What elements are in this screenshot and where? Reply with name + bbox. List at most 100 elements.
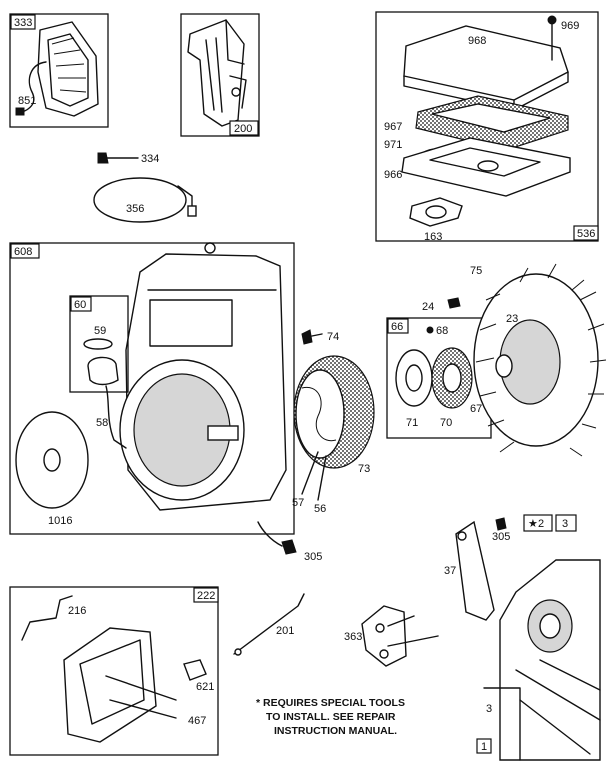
handle-frame <box>69 295 129 393</box>
label-1016: 1016 <box>48 515 72 527</box>
label-467: 467 <box>188 715 206 727</box>
air-vane-frame <box>180 13 260 137</box>
air-filter-element-top <box>431 103 551 133</box>
label-3-box: 3 <box>562 518 568 530</box>
label-box-333 <box>10 14 36 30</box>
label-24: 24 <box>422 301 434 313</box>
clutch-ratchet-hub <box>442 363 462 393</box>
label-536: 536 <box>577 228 595 240</box>
air-vane-body <box>187 19 245 127</box>
label-333: 333 <box>14 17 32 29</box>
bracket-363-body <box>361 605 407 667</box>
bracket-363-screws <box>387 615 439 647</box>
air-cleaner-frame <box>375 11 599 242</box>
control-bracket-assembly: 222 216 467 621 <box>9 586 219 756</box>
governor-link-end <box>234 648 242 656</box>
label-305a: 305 <box>304 551 322 563</box>
label-71: 71 <box>406 417 418 429</box>
bracket-363: 363 <box>344 605 439 667</box>
clutch-housing-bore <box>405 364 423 392</box>
control-bracket-frame <box>9 586 219 756</box>
label-200: 200 <box>234 123 252 135</box>
starter-handle <box>87 356 119 386</box>
control-bracket-plate <box>63 627 157 743</box>
label-59: 59 <box>94 325 106 337</box>
air-vane-slot <box>205 37 223 113</box>
armature-lamination <box>51 37 87 93</box>
label-968: 968 <box>468 35 486 47</box>
ground-wire-connector <box>187 205 197 217</box>
blower-housing-boss <box>204 242 216 254</box>
label-star: ★ <box>528 518 538 530</box>
label-box-2 <box>523 514 553 532</box>
label-356: 356 <box>126 203 144 215</box>
label-851: 851 <box>18 95 36 107</box>
crankcase-cover <box>499 559 601 761</box>
screw-334-head <box>97 152 109 164</box>
label-box-1 <box>476 738 492 754</box>
screw-305a-head <box>281 539 297 555</box>
armature-frame <box>9 13 109 128</box>
air-vane-flange <box>225 19 247 109</box>
blower-housing-handle-slot <box>207 425 239 441</box>
armature-wire <box>21 61 47 113</box>
label-216: 216 <box>68 605 86 617</box>
label-305b: 305 <box>492 531 510 543</box>
armature-core <box>47 33 89 107</box>
label-966: 966 <box>384 169 402 181</box>
label-23: 23 <box>506 313 518 325</box>
label-57: 57 <box>292 497 304 509</box>
screw-74-shank <box>311 333 323 337</box>
crankcase-ribs <box>515 659 601 755</box>
bracket-363-hole-top <box>375 623 385 633</box>
flywheel-bore <box>495 354 513 378</box>
starter-parts-leaders <box>301 451 327 501</box>
ground-wire-356: 356 <box>93 177 197 223</box>
clip-621 <box>183 659 207 681</box>
screw-305b-head <box>495 517 507 531</box>
label-621: 621 <box>196 681 214 693</box>
label-163: 163 <box>424 231 442 243</box>
screw-74-head <box>301 329 313 345</box>
label-67: 67 <box>470 403 482 415</box>
label-3-leader <box>483 687 521 761</box>
blower-housing-assembly: 608 60 59 58 1016 74 73 57 56 <box>9 242 375 563</box>
label-75: 75 <box>470 265 482 277</box>
label-box-222 <box>193 587 219 603</box>
label-73: 73 <box>358 463 370 475</box>
label-1: 1 <box>481 741 487 753</box>
control-bracket-face <box>79 639 145 725</box>
label-971: 971 <box>384 139 402 151</box>
blower-housing-grille <box>147 289 277 347</box>
air-cleaner-assembly: 968 969 967 971 966 163 536 <box>375 11 599 243</box>
crankcase-cover-assembly: 37 305 ★ 2 3 3 1 <box>444 514 601 761</box>
starter-clutch-assembly: 66 68 71 70 67 <box>386 317 492 439</box>
crankcase-bore <box>539 613 561 639</box>
governor-link-201: 201 <box>233 593 305 656</box>
label-969: 969 <box>561 20 579 32</box>
screw-305a-wire <box>257 521 283 547</box>
starter-rope-58 <box>105 385 127 449</box>
label-363: 363 <box>344 631 362 643</box>
key-24 <box>447 297 461 309</box>
label-3: 3 <box>486 703 492 715</box>
air-vane-assembly: 200 <box>180 13 260 137</box>
rotating-screen-hub <box>43 448 61 472</box>
label-56: 56 <box>314 503 326 515</box>
rewind-pulley-face <box>295 369 345 459</box>
label-58: 58 <box>96 417 108 429</box>
label-2: 2 <box>538 518 544 530</box>
label-74: 74 <box>327 331 339 343</box>
flywheel-fins <box>475 263 607 457</box>
note-line-3: INSTRUCTION MANUAL. <box>274 725 397 737</box>
label-box-66 <box>387 318 409 334</box>
air-cleaner-base-recess <box>429 147 541 177</box>
label-60: 60 <box>74 299 86 311</box>
governor-link-rod <box>233 593 305 655</box>
label-66: 66 <box>391 321 403 333</box>
label-70: 70 <box>440 417 452 429</box>
note-line-2: TO INSTALL. SEE REPAIR <box>266 711 396 723</box>
clutch-ball-68 <box>426 326 434 334</box>
label-37: 37 <box>444 565 456 577</box>
